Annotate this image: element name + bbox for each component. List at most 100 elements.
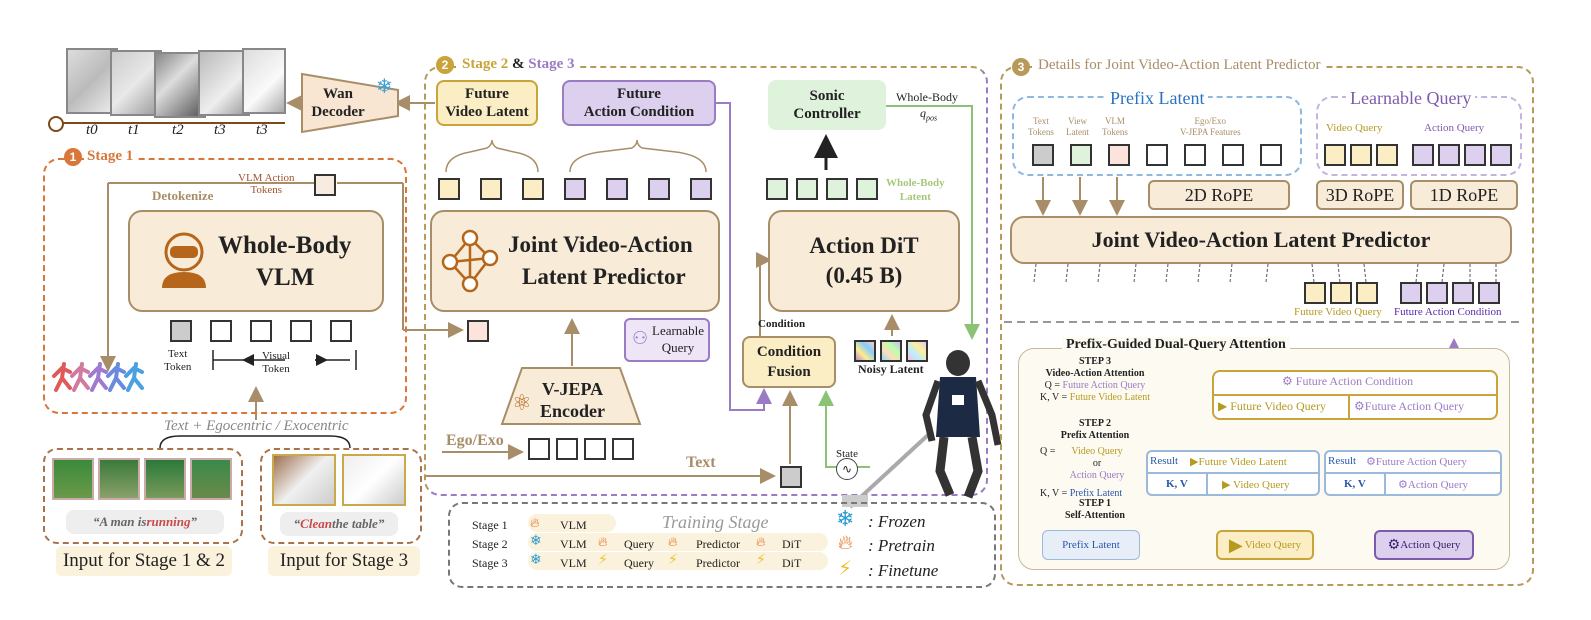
time-label: t3 bbox=[214, 122, 226, 138]
flame-icon: 🔥︎ bbox=[668, 534, 678, 549]
legend-item: Predictor bbox=[696, 556, 740, 570]
prefix-latent-title: Prefix Latent bbox=[1106, 88, 1209, 109]
input-stage3-frame bbox=[272, 454, 336, 506]
action-query-cell: ⚙︎Action Query bbox=[1398, 479, 1469, 491]
video-query-node: ▶Video Query bbox=[1216, 530, 1314, 560]
joint-predictor-title: Joint Video-Action bbox=[508, 232, 693, 257]
legend-item: Query bbox=[624, 556, 654, 570]
out-future-video-query: Future Video Query bbox=[1294, 306, 1382, 318]
input-stage3-caption: “Clean the table” bbox=[280, 512, 398, 536]
robot-head-icon bbox=[162, 232, 206, 288]
action-condition-token bbox=[606, 178, 628, 200]
step3-divider bbox=[1212, 394, 1498, 396]
robot-arm-icon: ⚙︎ bbox=[1366, 456, 1376, 468]
step3-future-action-condition: ⚙︎ Future Action Condition bbox=[1282, 374, 1414, 388]
legend-item: DiT bbox=[782, 537, 802, 551]
state-label: State bbox=[836, 448, 858, 460]
input-stage3-label: Input for Stage 3 bbox=[268, 546, 420, 576]
timeline-start-icon bbox=[48, 116, 64, 132]
legend-item: VLM bbox=[560, 537, 587, 551]
robot-arm-icon: ⚙︎ bbox=[1282, 374, 1293, 388]
text-input-token bbox=[780, 466, 802, 488]
legend-row-stage: Stage 3 bbox=[472, 556, 508, 570]
ego-exo-token bbox=[556, 438, 578, 460]
noisy-token bbox=[854, 340, 876, 362]
stage23-box bbox=[424, 66, 988, 496]
video-query-token bbox=[1324, 144, 1346, 166]
legend-item: VLM bbox=[560, 518, 587, 532]
rope-1d: 1D RoPE bbox=[1410, 180, 1518, 210]
step3-future-video-query: ▶ Future Video Query bbox=[1218, 399, 1326, 413]
flame-icon: 🔥︎ bbox=[756, 534, 766, 549]
lightning-icon: ⚡︎ bbox=[838, 558, 853, 580]
rope-2d: 2D RoPE bbox=[1148, 180, 1290, 210]
rope-3d: 3D RoPE bbox=[1316, 180, 1404, 210]
input-stage3-box bbox=[260, 448, 422, 544]
future-action-condition-token bbox=[1478, 282, 1500, 304]
stage1-box bbox=[43, 158, 407, 414]
video-query-cell: ▶ Video Query bbox=[1222, 479, 1290, 491]
legend-bar bbox=[528, 514, 616, 532]
text-input-label: Text bbox=[686, 454, 716, 471]
action-dit-box: Action DiT(0.45 B) bbox=[768, 210, 960, 312]
play-icon: ▶ bbox=[1222, 479, 1231, 491]
kv-label: K, V bbox=[1166, 478, 1188, 490]
video-latent-token bbox=[522, 178, 544, 200]
ego-exo-label: Ego/Exo bbox=[446, 432, 504, 449]
action-query-label: Action Query bbox=[1424, 122, 1485, 134]
action-query-token bbox=[1490, 144, 1512, 166]
whole-body-latent-token bbox=[766, 178, 788, 200]
kv-label: K, V bbox=[1344, 478, 1366, 490]
legend-finetune: : Finetune bbox=[868, 561, 939, 580]
joint-predictor-title-2: Latent Predictor bbox=[522, 264, 686, 289]
robot-arm-icon: ⚙︎ bbox=[1354, 399, 1365, 413]
stage1-title: Stage 1 bbox=[84, 148, 137, 165]
legend-item: Query bbox=[624, 537, 654, 551]
video-frame bbox=[242, 48, 286, 114]
whole-body-latent-token bbox=[826, 178, 848, 200]
state-sensor-icon: ∿ bbox=[836, 458, 858, 480]
step2-q-pre: Q = bbox=[1040, 446, 1056, 457]
prefix-latent-node: Prefix Latent bbox=[1042, 530, 1140, 560]
humanoid-robot-image bbox=[842, 350, 1002, 509]
step3-vdivider bbox=[1348, 396, 1350, 420]
text-token bbox=[1032, 144, 1054, 166]
ego-exo-token bbox=[612, 438, 634, 460]
play-icon: ▶ bbox=[1218, 399, 1228, 413]
attention-title: Prefix-Guided Dual-Query Attention bbox=[1062, 337, 1290, 353]
input-modality-caption: Text + Egocentric / Exocentric bbox=[164, 418, 349, 434]
robot-arm-icon: ⚙︎ bbox=[1398, 479, 1408, 491]
whole-body-output-label: Whole-Body bbox=[896, 90, 958, 104]
ego-exo-token bbox=[584, 438, 606, 460]
brain-icon: ⚇ bbox=[632, 328, 649, 348]
whole-body-vlm-box bbox=[128, 210, 384, 312]
stage23-title: Stage 2 & Stage 3 bbox=[458, 56, 579, 73]
ego-exo-token bbox=[1222, 144, 1244, 166]
video-query-label: Video Query bbox=[1326, 122, 1383, 134]
flame-icon: 🔥︎ bbox=[598, 534, 608, 549]
detokenize-label: Detokenize bbox=[152, 188, 214, 203]
time-label: t2 bbox=[172, 122, 184, 138]
action-query-token bbox=[1412, 144, 1434, 166]
legend-title: Training Stage bbox=[662, 512, 769, 532]
snowflake-icon: ❄ bbox=[530, 534, 542, 549]
video-query-token bbox=[1350, 144, 1372, 166]
training-stage-legend bbox=[448, 502, 996, 588]
vlm-action-token-input bbox=[467, 320, 489, 342]
snowflake-icon: ❄ bbox=[376, 76, 393, 98]
future-video-query-token bbox=[1304, 282, 1326, 304]
vjepa-encoder-shape bbox=[500, 367, 642, 425]
